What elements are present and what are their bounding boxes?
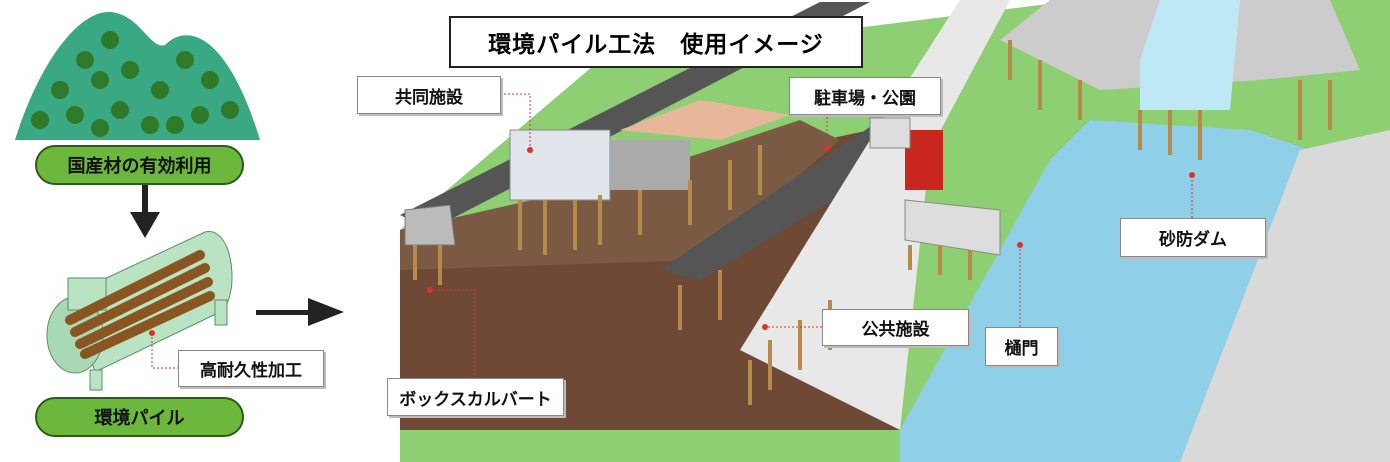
shared-facility-label: 共同施設: [357, 76, 501, 114]
domestic-timber-pill: 国産材の有効利用: [35, 145, 244, 185]
box-culvert-label: ボックスカルバート: [387, 378, 564, 416]
construction-scene: [400, 0, 1390, 462]
leader-lines: [430, 93, 1193, 378]
high-durability-label: 高耐久性加工: [178, 350, 324, 387]
parking-park-label: 駐車場・公園: [789, 77, 941, 115]
arrow-down-icon: [130, 185, 160, 238]
public-facility-label: 公共施設: [822, 309, 969, 346]
sluice-gate-label: 樋門: [985, 327, 1058, 366]
sabo-dam-label: 砂防ダム: [1120, 218, 1266, 257]
environment-pile-pill: 環境パイル: [35, 397, 244, 437]
page-title: 環境パイル工法 使用イメージ: [449, 16, 863, 68]
treatment-tank: [46, 231, 233, 391]
forest-mountains: [15, 11, 260, 140]
arrow-right-icon: [256, 298, 344, 326]
